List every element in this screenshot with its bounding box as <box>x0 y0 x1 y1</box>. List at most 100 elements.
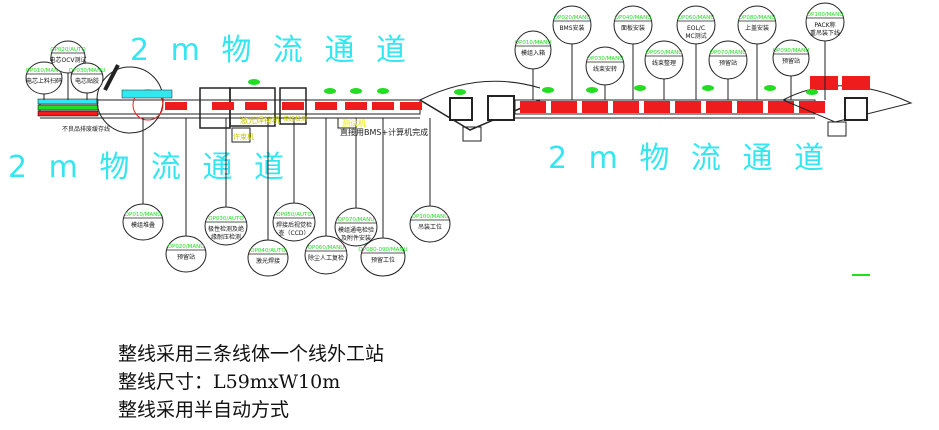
station-code: OP040/AUTO <box>250 248 286 254</box>
station-name: 面板安装 <box>621 24 645 32</box>
station-outline <box>409 205 451 243</box>
station-outline <box>272 202 316 242</box>
station-outline <box>772 39 810 77</box>
pallet <box>212 102 234 110</box>
station-outline <box>737 5 777 45</box>
station-name: 模组堆叠 <box>131 221 155 229</box>
tester-label: 测试机 <box>342 118 366 128</box>
operator-icon <box>542 87 554 93</box>
station-bubble: OP020/AUTO 电芯OCV测试 <box>49 40 87 100</box>
pallet <box>315 102 337 110</box>
station-code: OP010/MANU <box>515 40 552 46</box>
station-outline <box>304 235 348 275</box>
transfer-arc <box>419 80 541 101</box>
pallet <box>644 101 670 113</box>
operator-icon <box>377 88 389 94</box>
notes: 整线采用三条线体一个线外工站 整线尺寸：L59mxW10m 整线采用半自动方式 <box>118 340 384 424</box>
station-code: OP070/MANU <box>338 217 375 223</box>
station-bubble: OP070/MANU 模组通电检验及附件安装 <box>334 118 378 247</box>
station-outline <box>204 206 248 246</box>
transfer-track <box>419 99 541 131</box>
pallet <box>613 101 639 113</box>
station-outline <box>122 203 164 241</box>
station-code: OP030/AUTO <box>208 216 244 222</box>
station-code: OP040/MANU <box>615 15 652 21</box>
pallet <box>400 102 422 110</box>
station-code: OP020/MANU <box>554 15 591 21</box>
station-name: 预留站 <box>782 57 800 65</box>
pallet <box>810 76 838 90</box>
station-code: OP100/MANU <box>807 12 844 18</box>
robot-reach-circle <box>96 66 164 134</box>
station-bubble: OP020/MANU 预留站 <box>165 118 207 273</box>
pallet <box>768 101 794 113</box>
pallet <box>675 101 701 113</box>
station-name: BMS安装 <box>559 24 584 32</box>
station-name: 激光焊接 <box>256 257 280 265</box>
pallet <box>799 101 825 113</box>
operator-icon <box>702 85 714 91</box>
cell-buffer-label: 不良品排废缓存线 <box>62 125 110 133</box>
station-code: OP070/MANU <box>710 50 747 56</box>
station-code: OP030/MANU <box>69 68 106 74</box>
station-name: 预留站 <box>177 253 195 261</box>
pallet <box>842 76 870 90</box>
station-outline <box>552 5 592 45</box>
station-code: OP010/MANU <box>26 68 63 74</box>
station-name: 吊装工位 <box>418 223 442 231</box>
station-outline <box>360 237 406 277</box>
station-outline <box>676 5 716 45</box>
pallet <box>706 101 732 113</box>
station-name: 焊接后视觉检查（CCD） <box>276 221 312 237</box>
gantry <box>121 89 173 99</box>
fixture-label: 模组检测 <box>283 115 307 123</box>
station-bubble: OP020/MANU BMS安装 <box>552 5 592 100</box>
station-enclosure <box>279 87 307 125</box>
station-name: 除尘人工复检 <box>308 254 344 262</box>
pallet <box>551 101 577 113</box>
station-name: 线束整理 <box>652 59 676 67</box>
wrench-label: 许束机 <box>233 132 254 141</box>
operator-icon <box>806 89 818 95</box>
station-name: 电芯上料扫码 <box>26 77 62 85</box>
station-code: OP080/MANU <box>739 15 776 21</box>
station-name: 模组通电检验及附件安装 <box>338 226 374 242</box>
station-outline <box>514 30 552 70</box>
pallet <box>520 101 546 113</box>
station-outline <box>25 61 63 95</box>
station-code: OP020/MANU <box>168 244 205 250</box>
station-name: 预留工位 <box>371 256 395 264</box>
station-bubble: OP080-090/MANU 预留工位 <box>358 118 408 277</box>
pallet <box>372 102 394 110</box>
station-outline <box>805 2 845 42</box>
station-outline <box>165 235 207 273</box>
station-outline <box>247 239 289 277</box>
wrench-box <box>231 127 251 143</box>
station-bubble: OP010/MANU 电芯上料扫码 <box>25 61 63 100</box>
cell-line-lane <box>37 110 99 117</box>
station-code: OP080-090/MANU <box>358 247 407 253</box>
pallet <box>245 102 267 110</box>
note-1: 整线采用三条线体一个线外工站 <box>118 343 385 365</box>
pallet <box>345 102 367 110</box>
pallet <box>165 102 187 110</box>
station-name: 电芯OCV测试 <box>49 56 86 64</box>
operator-icon <box>350 88 362 94</box>
station-name: 预留站 <box>719 59 737 67</box>
station-code: OP020/AUTO <box>50 47 86 53</box>
station-name: 线束安转 <box>593 65 617 73</box>
operator-icon <box>634 85 646 91</box>
note-3: 整线采用半自动方式 <box>118 399 290 421</box>
station-bubble: OP040/AUTO 激光焊接 <box>247 118 289 277</box>
